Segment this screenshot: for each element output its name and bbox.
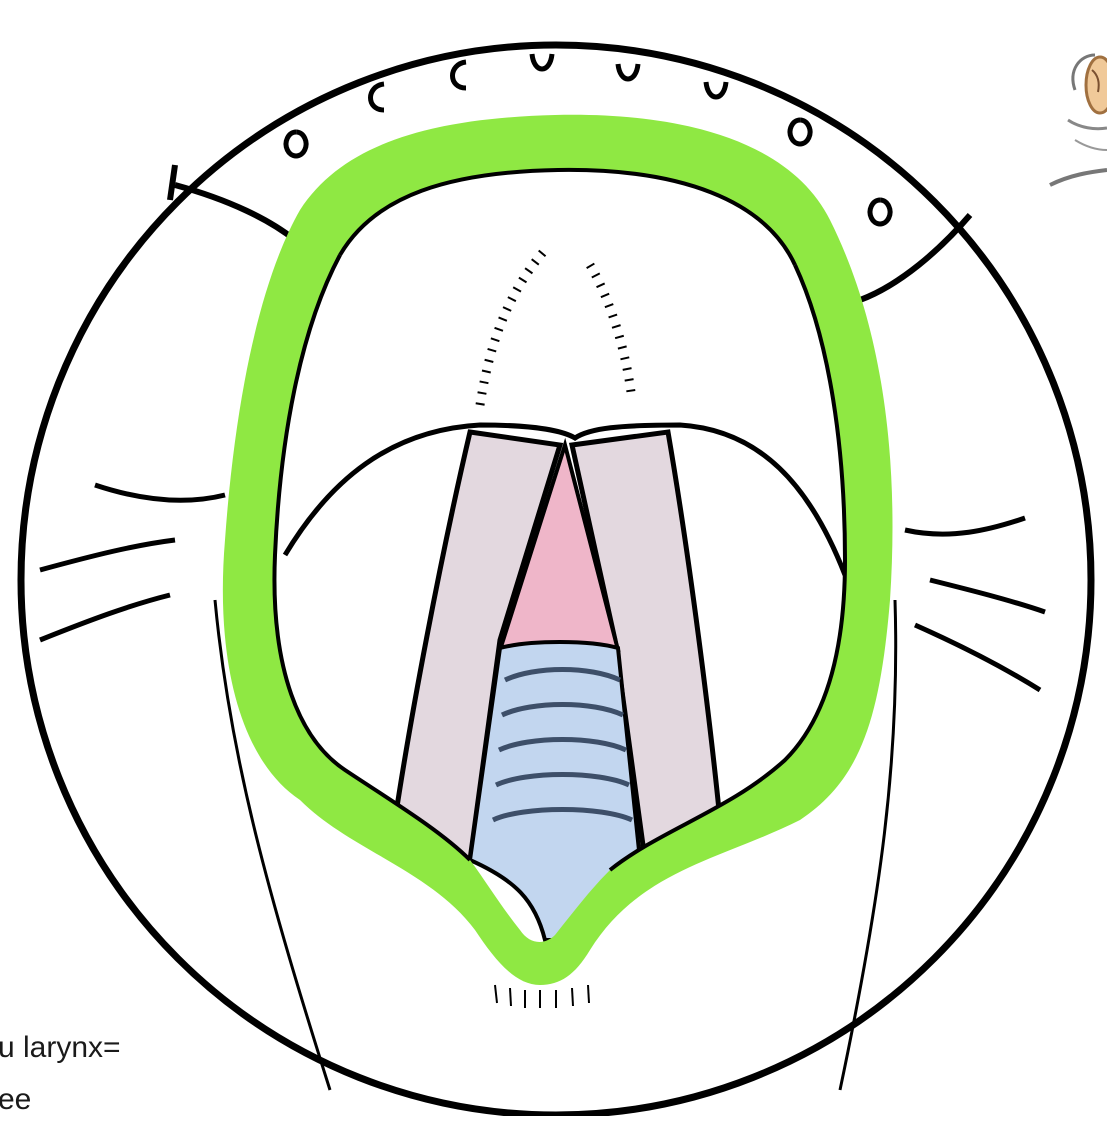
cartilage-ring-mark xyxy=(532,54,552,69)
epiglottis-tip-right xyxy=(590,265,632,400)
caption-line-1: u larynx= xyxy=(0,1030,121,1066)
left-side-lines xyxy=(40,485,225,640)
cartilage-ring-mark xyxy=(706,82,726,97)
left-upper-fold-line xyxy=(175,185,295,240)
left-upper-fold-tick xyxy=(170,165,175,200)
right-side-lines xyxy=(905,518,1045,690)
epiglottis-tip-left xyxy=(480,250,545,405)
cartilage-ring-mark xyxy=(618,64,638,79)
right-upper-fold-line xyxy=(860,215,970,300)
cartilage-ring-mark xyxy=(371,84,385,110)
hand-sketch-icon xyxy=(1050,55,1107,185)
cartilage-ring-mark xyxy=(286,132,306,156)
cartilage-ring-mark xyxy=(870,200,890,224)
cartilage-ring-mark xyxy=(790,120,810,144)
base-hatch-lines xyxy=(495,985,589,1008)
caption-line-2: ee xyxy=(0,1082,31,1118)
cartilage-ring-mark xyxy=(453,62,467,88)
